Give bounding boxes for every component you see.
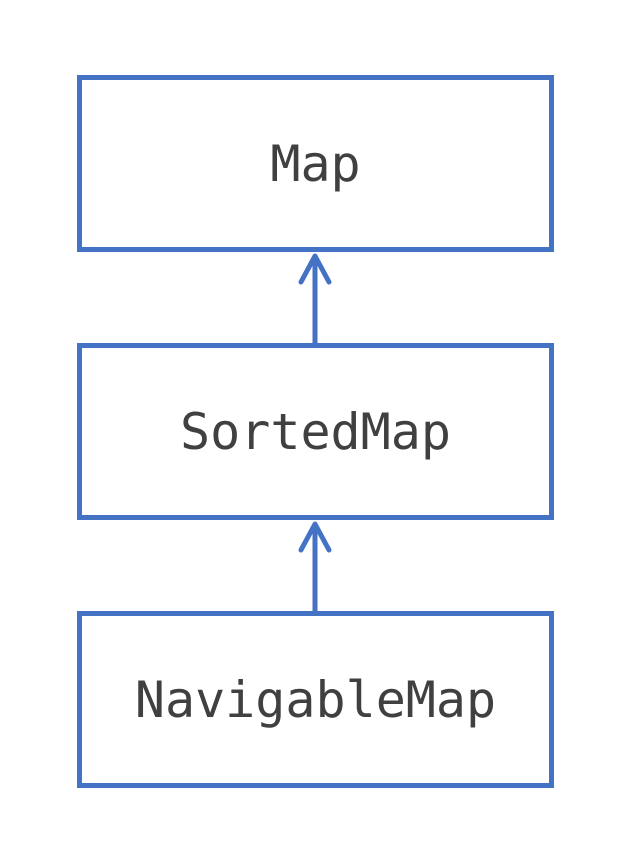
arrow-sortedmap-to-map xyxy=(298,253,332,343)
arrow-navigablemap-to-sortedmap xyxy=(298,521,332,611)
arrowhead-icon xyxy=(298,521,332,553)
map-node: Map xyxy=(77,75,554,252)
navigablemap-label: NavigableMap xyxy=(134,670,497,729)
map-label: Map xyxy=(270,134,361,193)
navigablemap-node: NavigableMap xyxy=(77,611,554,788)
sortedmap-node: SortedMap xyxy=(77,343,554,520)
sortedmap-label: SortedMap xyxy=(180,402,451,461)
arrowhead-icon xyxy=(298,253,332,285)
